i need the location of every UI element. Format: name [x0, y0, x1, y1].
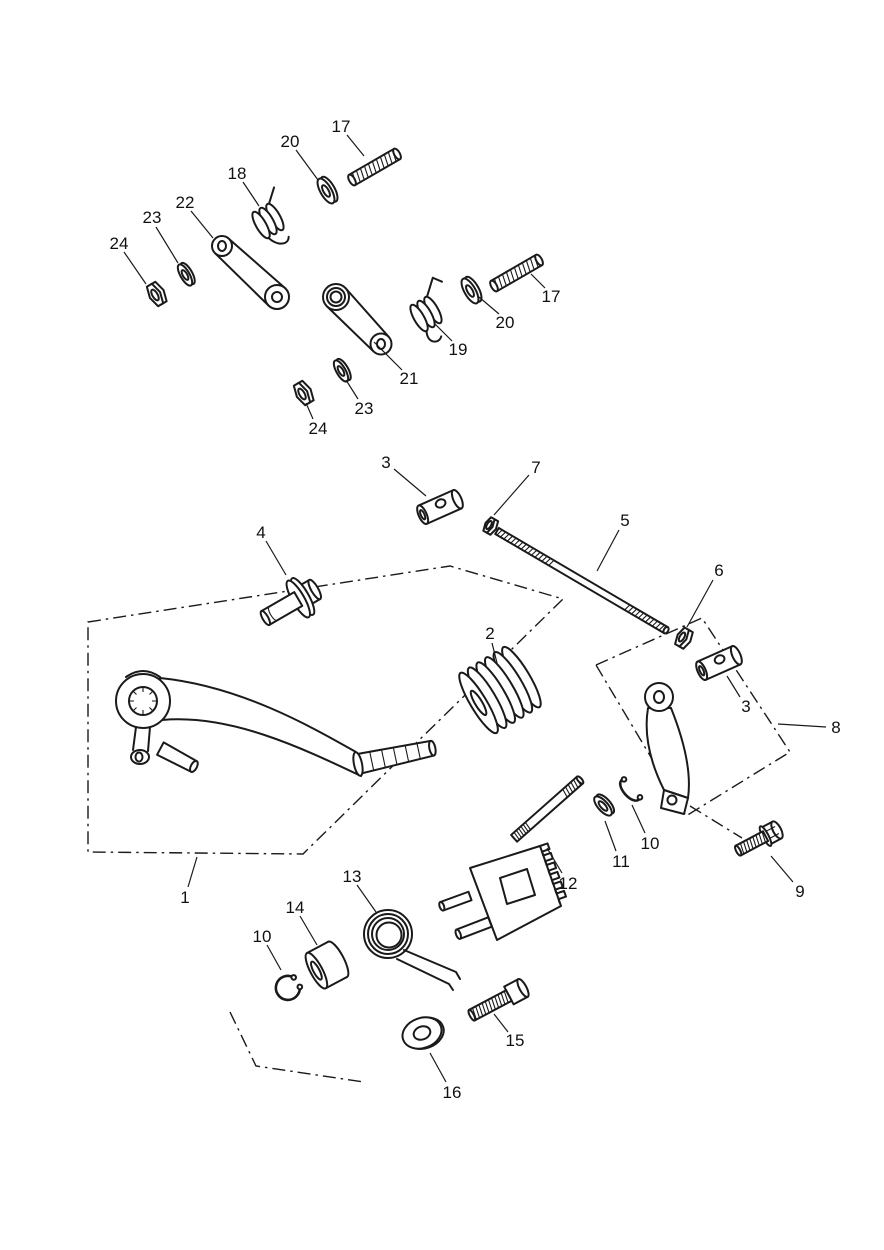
part-2-spring: [458, 645, 542, 735]
callout-14: 14: [286, 898, 305, 917]
leader-line-15: [493, 1013, 509, 1033]
callout-3: 3: [741, 697, 750, 716]
callout-23: 23: [143, 208, 162, 227]
callout-10: 10: [253, 927, 272, 946]
leader-line-12: [546, 847, 563, 874]
callout-17: 17: [332, 117, 351, 136]
part-13-torsion-spring: [363, 909, 461, 991]
part-15-bolt: [467, 978, 530, 1022]
leader-line-5: [596, 529, 620, 572]
part-19-spring: [409, 276, 443, 343]
leader-line-3: [393, 468, 427, 497]
part-7-locknut: [482, 516, 500, 536]
boundary-region-lower: [229, 1011, 365, 1083]
leader-line-24: [123, 251, 147, 285]
leader-line-20: [295, 149, 319, 181]
part-1-gear-pedal: [115, 670, 437, 777]
callout-3: 3: [381, 453, 390, 472]
leader-line-16: [429, 1052, 447, 1083]
leader-line-21: [373, 341, 403, 371]
callout-12: 12: [559, 874, 578, 893]
part-20-washer-lower: [460, 275, 483, 305]
callout-7: 7: [531, 458, 540, 477]
callout-21: 21: [400, 369, 419, 388]
leader-line-6: [686, 579, 714, 628]
callout-2: 2: [485, 624, 494, 643]
leader-line-23: [155, 226, 179, 264]
leader-line-9: [770, 855, 794, 883]
callout-16: 16: [443, 1083, 462, 1102]
part-3-trunnion-left: [416, 488, 464, 526]
boundary-region-1: [87, 565, 565, 855]
callout-24: 24: [110, 234, 129, 253]
callout-10: 10: [641, 834, 660, 853]
leader-line-18: [242, 181, 260, 207]
part-3-trunnion-right: [695, 644, 743, 682]
part-18-spring: [251, 186, 290, 245]
part-23-washer-upper: [176, 261, 196, 287]
leader-line-19: [433, 322, 453, 342]
part-8-selector-arm: [644, 682, 690, 815]
leader-line-11: [604, 820, 617, 852]
callout-19: 19: [449, 340, 468, 359]
callout-20: 20: [496, 313, 515, 332]
callout-1: 1: [180, 888, 189, 907]
callout-4: 4: [256, 523, 265, 542]
leader-line-3: [726, 675, 741, 698]
callout-24: 24: [309, 419, 328, 438]
part-6-locknut: [674, 626, 694, 650]
leader-line-23: [345, 379, 359, 400]
leader-line-1: [187, 856, 198, 888]
callout-11: 11: [612, 852, 630, 871]
part-17-bolt-upper: [347, 147, 402, 187]
callout-9: 9: [795, 882, 804, 901]
callout-8: 8: [831, 718, 840, 737]
callout-13: 13: [343, 867, 362, 886]
leader-line-10: [266, 944, 282, 971]
part-20-washer-upper: [316, 175, 339, 205]
callout-15: 15: [506, 1031, 525, 1050]
part-22-lever: [211, 235, 290, 310]
leader-line-22: [190, 210, 214, 239]
part-11-washer: [593, 793, 616, 817]
callout-6: 6: [714, 561, 723, 580]
leader-line-17: [530, 273, 546, 289]
leader-line-17: [346, 134, 365, 157]
leader-line-7: [493, 474, 530, 516]
callout-17: 17: [542, 287, 561, 306]
boundary-region-8: [594, 617, 791, 817]
leader-line-10: [631, 804, 646, 834]
part-14-bushing: [304, 940, 350, 990]
callout-22: 22: [176, 193, 195, 212]
callout-20: 20: [281, 132, 300, 151]
part-21-lever: [322, 283, 393, 356]
part-10-circlip-upper: [618, 776, 644, 802]
part-23-washer-lower: [332, 357, 352, 383]
leader-line-14: [299, 915, 318, 946]
leader-line-20: [478, 296, 500, 315]
callout-23: 23: [355, 399, 374, 418]
part-9-bolt: [734, 820, 784, 857]
leader-line-24: [305, 402, 314, 420]
part-4-pivot-bolt: [259, 577, 323, 627]
part-16-washer: [401, 1016, 445, 1050]
part-12-ratchet-shaft: [438, 775, 585, 941]
callout-18: 18: [228, 164, 247, 183]
part-24-nut-upper: [145, 280, 168, 308]
leader-line-13: [356, 884, 377, 913]
boundary-line-bolt-9: [689, 805, 743, 839]
part-17-bolt-lower: [489, 253, 544, 293]
leader-line-2: [491, 642, 498, 664]
part-10-circlip-lower: [274, 974, 304, 1002]
part-24-nut-lower: [292, 379, 315, 407]
callout-5: 5: [620, 511, 629, 530]
leader-line-4: [265, 540, 287, 576]
leader-line-8: [777, 723, 827, 728]
part-5-linkage-rod: [494, 526, 670, 635]
